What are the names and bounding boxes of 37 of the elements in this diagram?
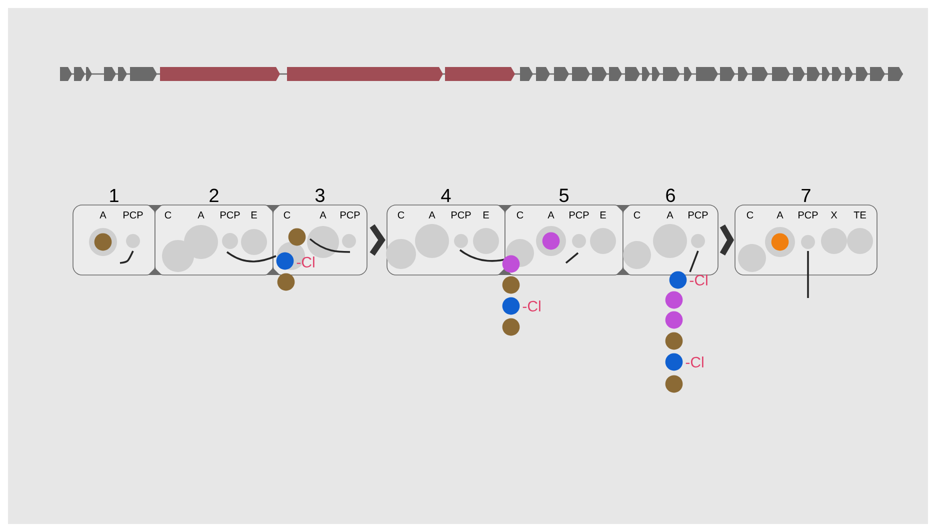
node-label: 6	[666, 188, 675, 202]
domain-label: E	[600, 212, 606, 218]
node-label: 2	[210, 188, 218, 202]
node-label: 7	[802, 188, 810, 202]
domain-label: PCP	[570, 211, 589, 219]
domain-label: PCP	[798, 211, 818, 219]
domain-label: PCP	[220, 211, 240, 219]
domain-label: TE	[854, 212, 866, 218]
domain-label: C	[746, 211, 754, 219]
chlorine-label: -Cl	[690, 274, 708, 286]
chlorine-label: -Cl	[296, 256, 314, 268]
domain-label: E	[483, 212, 489, 218]
node-label: 3	[315, 188, 324, 202]
domain-label: A	[320, 212, 326, 218]
chlorine-label: -Cl	[522, 300, 540, 312]
domain-label: C	[284, 211, 290, 219]
domain-label: PCP	[340, 211, 360, 219]
domain-label: A	[776, 212, 784, 218]
domain-label: A	[666, 212, 674, 218]
domain-label: C	[398, 211, 404, 219]
node-label: 4	[441, 188, 451, 202]
chlorine-label: -Cl	[686, 356, 704, 368]
domain-label: E	[251, 212, 257, 218]
chevron-arrow	[370, 224, 386, 256]
domain-label: PCP	[452, 211, 471, 219]
domain-label: A	[428, 212, 436, 218]
node-label: 5	[559, 188, 568, 202]
domain-label: A	[548, 212, 554, 218]
domain-label: C	[634, 211, 640, 219]
domain-label: C	[516, 211, 524, 219]
domain-label: A	[100, 212, 106, 218]
domain-label: PCP	[124, 211, 143, 219]
domain-label: A	[198, 212, 204, 218]
node-label: 1	[110, 188, 118, 202]
domain-label: C	[164, 211, 172, 219]
domain-label: X	[830, 212, 838, 218]
domain-label: PCP	[688, 211, 708, 219]
